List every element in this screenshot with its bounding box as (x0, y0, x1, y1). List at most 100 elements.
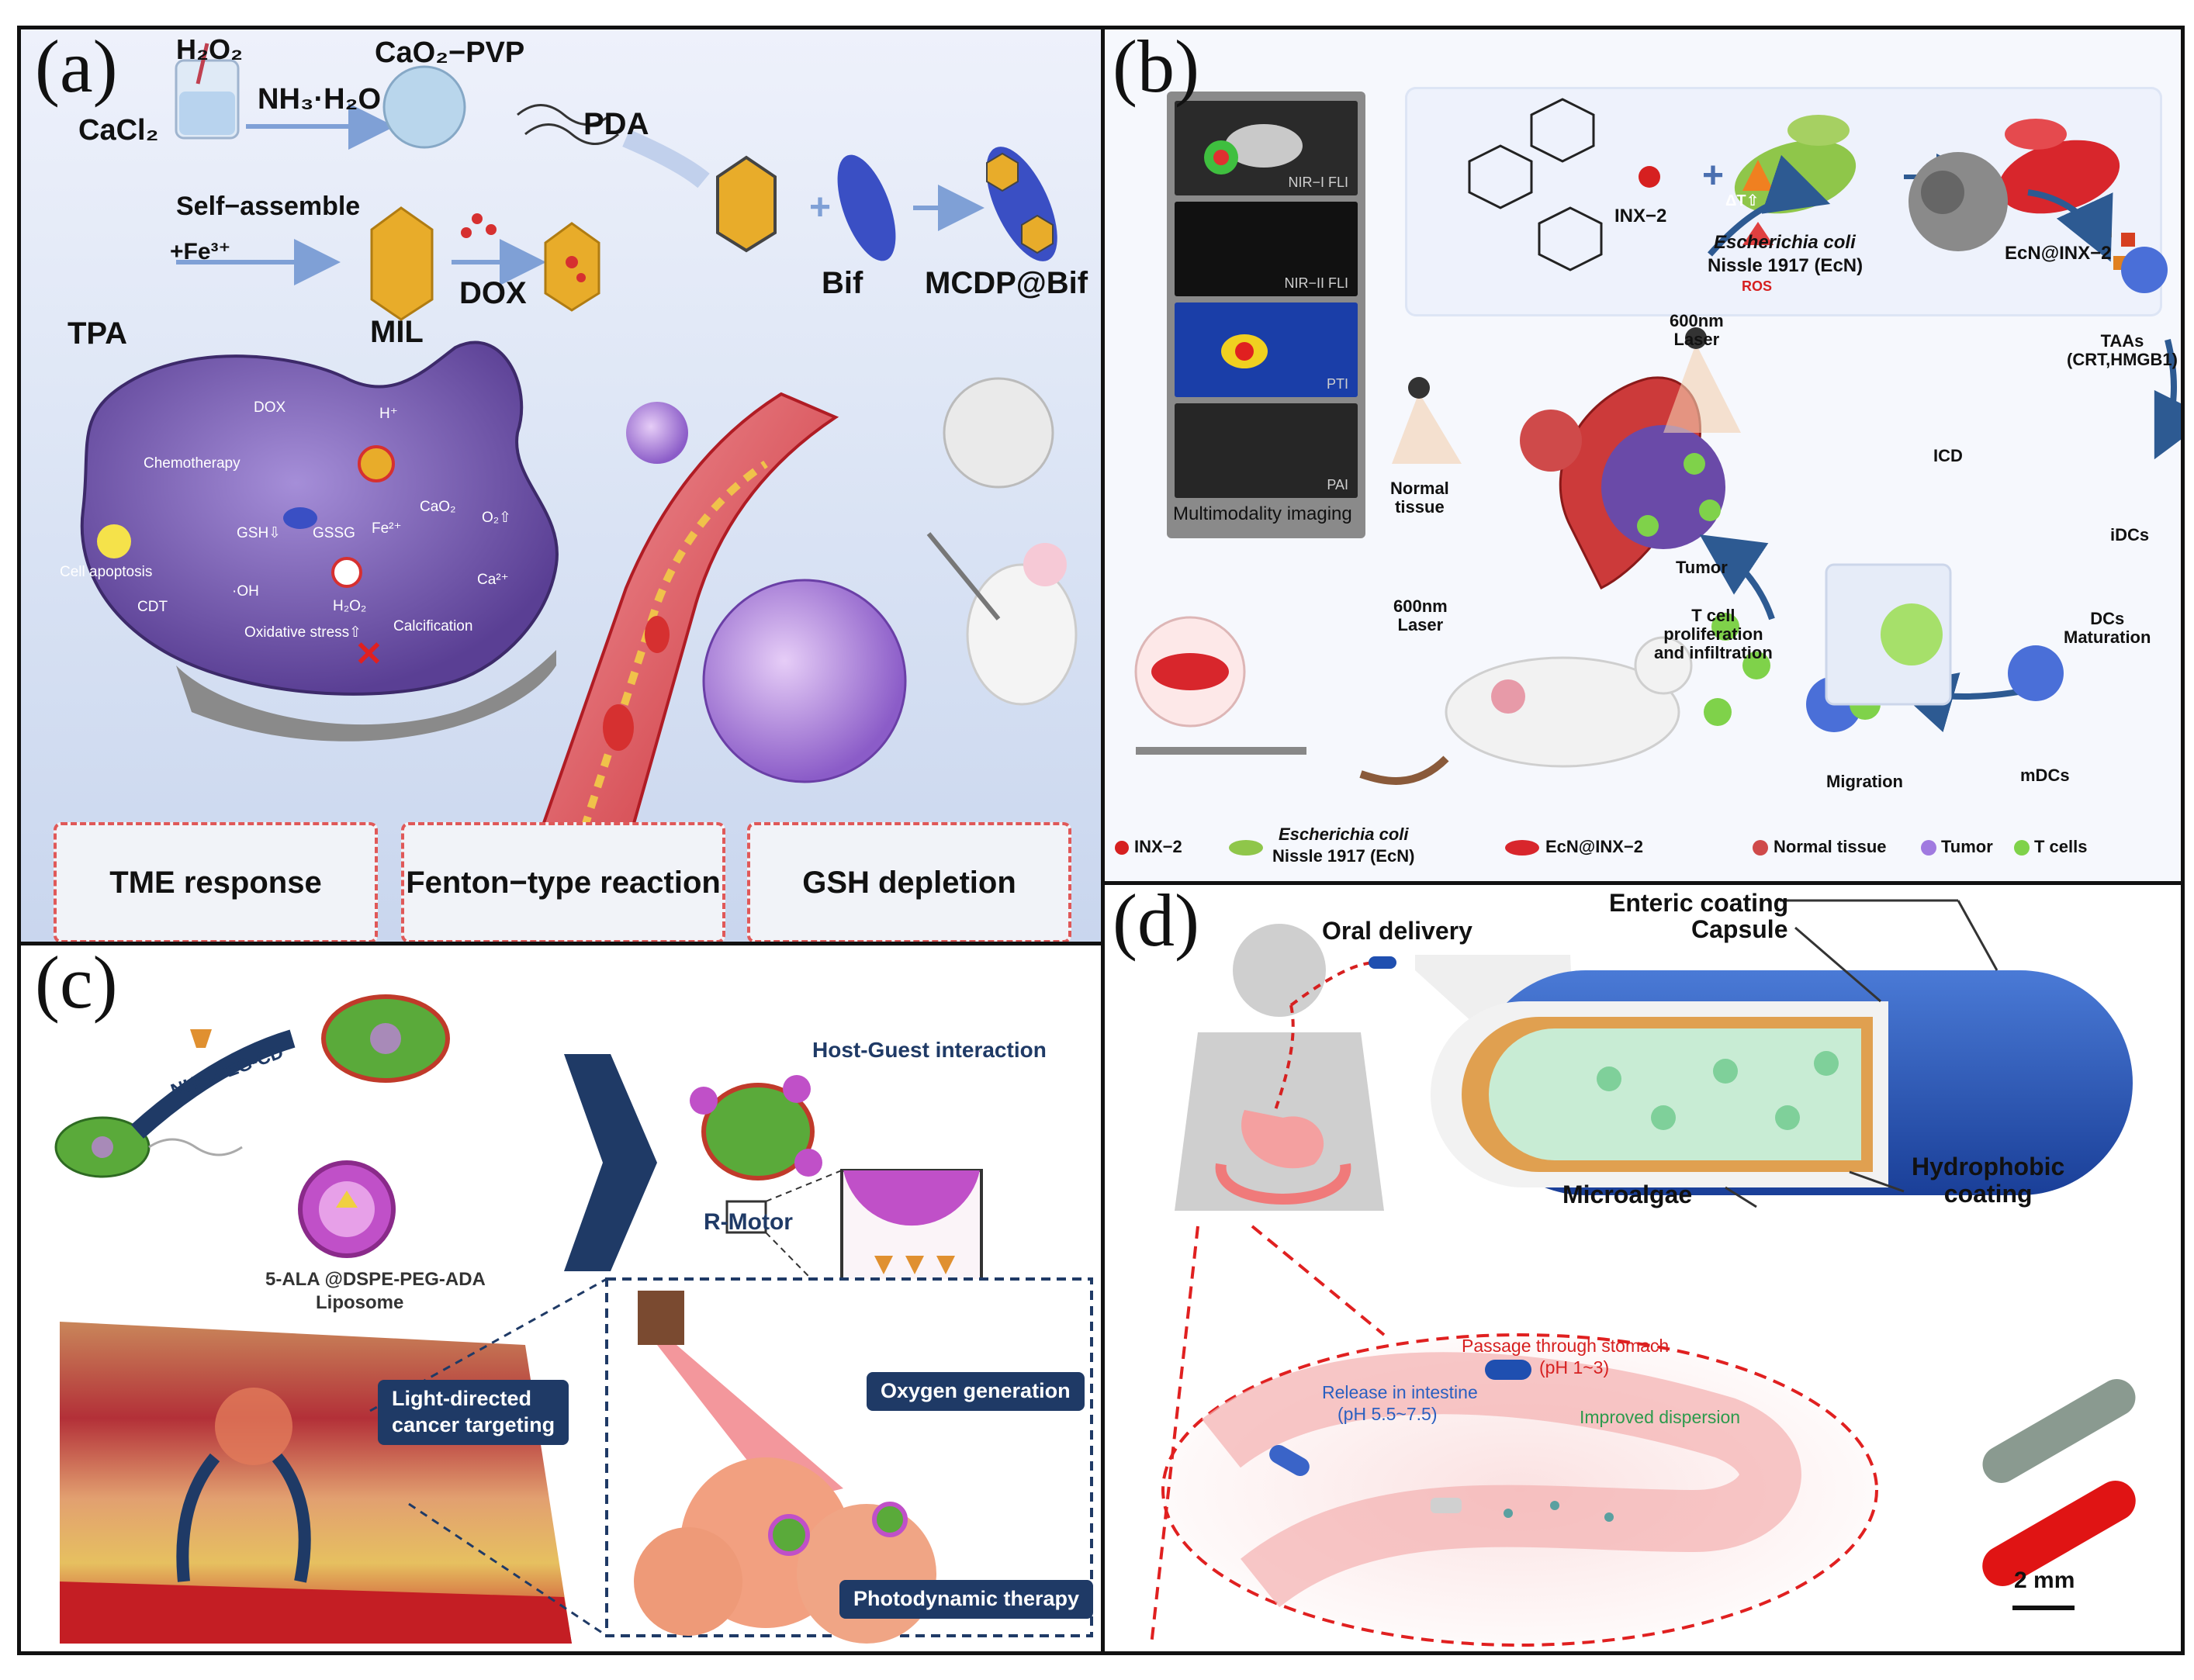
panel-c-illustration (54, 994, 1093, 1644)
legend-tcells: T cells (2034, 837, 2088, 856)
gssg-label: GSSG (313, 525, 355, 541)
zoom-circle (943, 377, 1054, 489)
taas-label: TAAs (CRT,HMGB1) (2067, 331, 2178, 370)
legend-tumor: Tumor (1941, 837, 1993, 856)
bif-label: Bif (822, 266, 863, 300)
liposome-label: Liposome (316, 1292, 404, 1313)
h2o2-inner-label: H₂O₂ (333, 598, 367, 614)
multimodality-imaging-label: Multimodality imaging (1173, 503, 1352, 524)
cell-dox-label: DOX (254, 399, 286, 416)
real-capsule-gray-icon (1982, 1379, 2136, 1483)
legend-nissle: Nissle 1917 (EcN) (1272, 846, 1415, 866)
capsule-label: Capsule (1691, 915, 1788, 943)
ecn-inx2-label: EcN@INX−2 (2005, 243, 2112, 264)
cacl2-label: CaCl₂ (78, 114, 159, 147)
r-motor-icon (701, 1083, 815, 1180)
dox-burst-icon (358, 445, 395, 482)
legend-inx2: INX−2 (1134, 837, 1182, 856)
ros-icon (1742, 222, 1774, 245)
nir2-fli-image: NIR−II FLI (1175, 202, 1358, 296)
scale-bar-label: 2 mm (2014, 1568, 2075, 1593)
tumor-label: Tumor (1676, 558, 1728, 577)
mil-crystal-icon (370, 206, 434, 321)
fenton-reaction-box: Fenton−type reaction (401, 822, 725, 942)
gsh-label: GSH⇩ (237, 525, 282, 541)
pda-label: PDA (583, 107, 649, 141)
mcdp-bif-label: MCDP@Bif (925, 266, 1088, 300)
enteric-coating-label: Enteric coating (1609, 889, 1789, 917)
oral-delivery-label: Oral delivery (1322, 917, 1472, 945)
svg-text:+: + (1702, 155, 1724, 196)
passage-stomach-label: Passage through stomach (1462, 1336, 1670, 1356)
panel-c-label: (c) (35, 942, 118, 1024)
cell-apoptosis-label: Cell apoptosis (60, 564, 153, 580)
mcdp-particle-icon (716, 155, 777, 253)
r-motor-label: R-Motor (704, 1209, 793, 1235)
ecn-bacteria-icon (1734, 140, 1857, 214)
oxidative-stress-label: Oxidative stress⇧ (244, 624, 362, 641)
tumor-mass-icon (1601, 425, 1725, 549)
cdt-label: CDT (137, 599, 168, 615)
panel-d-label: (d) (1113, 881, 1199, 962)
tpa-label: TPA (67, 316, 128, 351)
mcdp-bif-icon (986, 147, 1057, 261)
transition-arrow (564, 1054, 657, 1271)
ros-label: ROS (1742, 278, 1773, 294)
ecoli-label: Escherichia coli (1714, 232, 1856, 253)
cao2-inner-label: CaO₂ (420, 499, 456, 515)
intestine-icon (1215, 1163, 1351, 1205)
normal-tissue-icon (1520, 410, 1582, 472)
cao2-pvp-label: CaO₂−PVP (375, 36, 525, 69)
panel-c: (c) NHS-PEG-CD 5-ALA @DSPE-PEG-ADA Lipos… (17, 942, 1105, 1655)
laser-head-top-icon (1685, 327, 1707, 349)
h-plus-label: H⁺ (379, 406, 398, 422)
small-tumor-icon (626, 402, 688, 464)
light-source-icon (638, 1291, 684, 1345)
h2o2-label: H₂O₂ (176, 33, 243, 65)
pai-image: PAI (1175, 403, 1358, 498)
tme-response-box: TME response (54, 822, 378, 942)
release-intestine-label: Release in intestine (1322, 1382, 1478, 1402)
intestine-tract-illustration (1202, 1352, 1801, 1608)
panel-b-illustration: + (1115, 98, 2181, 856)
nir1-fli-image: NIR−I FLI (1175, 101, 1358, 195)
panel-a-illustration: + ✕ (80, 43, 1078, 908)
photodynamic-therapy-badge: Photodynamic therapy (839, 1580, 1094, 1619)
oxygen-generation-badge: Oxygen generation (867, 1372, 1085, 1411)
fe3-label: +Fe³⁺ (170, 239, 231, 264)
tcell-proliferation-label: T cell proliferation and infiltration (1654, 606, 1773, 663)
human-head-icon (1233, 924, 1326, 1017)
panel-b: NIR−I FLI NIR−II FLI PTI PAI Multimodali… (1101, 26, 2185, 885)
icd-label: ICD (1933, 446, 1963, 465)
normal-tissue-label: Normal tissue (1390, 479, 1449, 517)
small-capsule-icon (1369, 956, 1396, 969)
cao2-pvp-nanoparticle-icon (382, 65, 466, 149)
syringe-icon (926, 532, 1001, 620)
oh-label: ·OH (232, 583, 259, 600)
host-guest-label: Host-Guest interaction (812, 1038, 1047, 1062)
gsh-depletion-box: GSH depletion (747, 822, 1071, 942)
ph-stomach-label: (pH 1~3) (1539, 1357, 1610, 1378)
legend-ecn-inx2: EcN@INX−2 (1545, 837, 1644, 856)
blood-vessel-bottom (60, 1581, 572, 1644)
real-capsule-red-icon (1982, 1481, 2136, 1586)
microalgae-interior (1489, 1028, 1861, 1160)
legend-normal-tissue: Normal tissue (1774, 837, 1887, 856)
dcs-maturation-label: DCs Maturation (2064, 609, 2151, 648)
svg-text:+: + (809, 187, 831, 228)
hydrophobic-coating-label: Hydrophobic coating (1912, 1153, 2065, 1208)
cell-membrane-base (176, 650, 556, 741)
cancer-cell-illustration (80, 340, 559, 696)
ca2-label: Ca²⁺ (477, 572, 509, 588)
dox-label: DOX (459, 276, 527, 310)
calcification-label: Calcification (393, 618, 473, 634)
delta-t-label: ΔT⇧ (1725, 192, 1760, 209)
panel-b-label: (b) (1113, 26, 1199, 108)
nissle-label: Nissle 1917 (EcN) (1708, 255, 1864, 276)
laser-bottom-label: 600nm Laser (1393, 596, 1448, 635)
tumor-sphere-illustration (702, 579, 907, 783)
idcs-label: iDCs (2110, 525, 2150, 544)
idc-cell-icon (2121, 247, 2168, 293)
mdcs-label: mDCs (2020, 766, 2070, 785)
nhs-peg-cd-icon (190, 1029, 212, 1048)
